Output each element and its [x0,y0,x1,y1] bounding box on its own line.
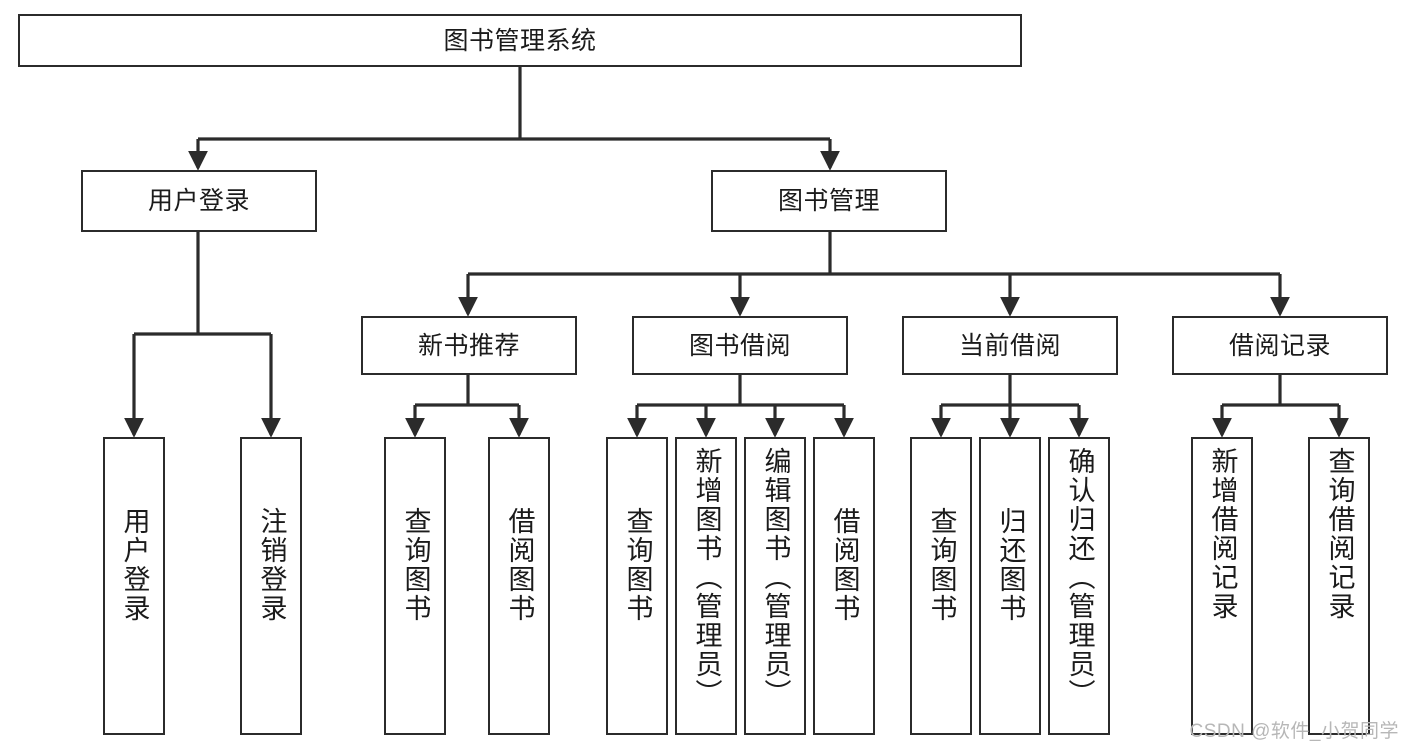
node-leaf-query-book-3-label: 查询图书 [926,507,957,623]
node-root-label: 图书管理系统 [443,26,597,55]
node-book-borrow-label: 图书借阅 [688,331,791,360]
node-leaf-confirm-return[interactable]: 确认归还（管理员） [1048,437,1110,735]
node-leaf-borrow-book-1-label: 借阅图书 [504,507,535,623]
node-book-manage[interactable]: 图书管理 [711,170,947,232]
node-leaf-edit-book-label: 编辑图书（管理员） [760,447,791,708]
node-leaf-add-record-label: 新增借阅记录 [1207,447,1238,621]
node-leaf-query-book-2[interactable]: 查询图书 [606,437,668,735]
node-root[interactable]: 图书管理系统 [18,14,1022,67]
node-leaf-edit-book[interactable]: 编辑图书（管理员） [744,437,806,735]
node-leaf-borrow-book-2-label: 借阅图书 [829,507,860,623]
node-leaf-borrow-book-2[interactable]: 借阅图书 [813,437,875,735]
node-leaf-user-login-label: 用户登录 [119,507,150,623]
node-current-borrow[interactable]: 当前借阅 [902,316,1118,375]
node-leaf-query-book-1[interactable]: 查询图书 [384,437,446,735]
node-leaf-user-login[interactable]: 用户登录 [103,437,165,735]
node-leaf-confirm-return-label: 确认归还（管理员） [1064,447,1095,708]
node-current-borrow-label: 当前借阅 [958,331,1061,360]
node-leaf-query-book-3[interactable]: 查询图书 [910,437,972,735]
node-leaf-return-book[interactable]: 归还图书 [979,437,1041,735]
node-new-book-rec[interactable]: 新书推荐 [361,316,577,375]
node-leaf-logout[interactable]: 注销登录 [240,437,302,735]
node-user-login-label: 用户登录 [147,187,250,215]
node-leaf-query-record-label: 查询借阅记录 [1324,447,1355,621]
node-book-manage-label: 图书管理 [777,187,880,215]
node-borrow-record-label: 借阅记录 [1228,331,1331,360]
node-leaf-query-book-1-label: 查询图书 [400,507,431,623]
node-leaf-query-record[interactable]: 查询借阅记录 [1308,437,1370,735]
node-leaf-return-book-label: 归还图书 [995,507,1026,623]
watermark-text: CSDN @软件_小贺同学 [1189,721,1399,742]
node-new-book-rec-label: 新书推荐 [417,331,520,360]
node-leaf-query-book-2-label: 查询图书 [622,507,653,623]
node-borrow-record[interactable]: 借阅记录 [1172,316,1388,375]
node-leaf-borrow-book-1[interactable]: 借阅图书 [488,437,550,735]
node-leaf-logout-label: 注销登录 [256,507,287,623]
node-leaf-add-record[interactable]: 新增借阅记录 [1191,437,1253,735]
node-leaf-add-book-label: 新增图书（管理员） [691,447,722,708]
node-leaf-add-book[interactable]: 新增图书（管理员） [675,437,737,735]
node-book-borrow[interactable]: 图书借阅 [632,316,848,375]
node-user-login[interactable]: 用户登录 [81,170,317,232]
